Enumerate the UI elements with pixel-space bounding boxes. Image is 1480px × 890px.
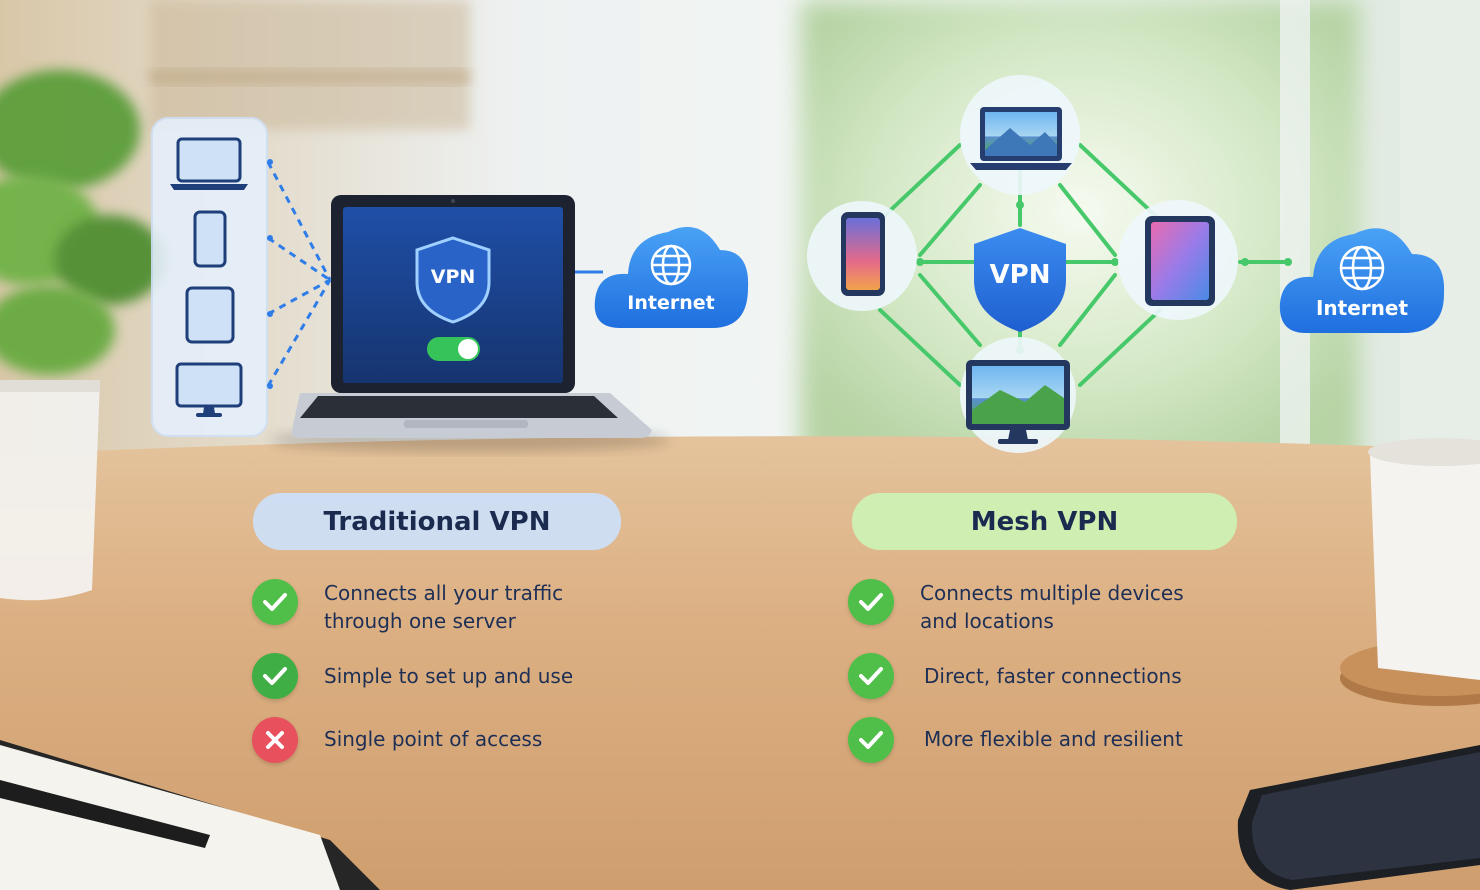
traditional-cloud-label: Internet [627,292,715,314]
feature-line: through one server [324,609,516,633]
notebook-decoration [0,740,380,890]
cross-icon [252,717,298,763]
feature-text: Simple to set up and use [324,664,574,688]
mesh-shield-label: VPN [989,260,1051,290]
globe-icon [1339,245,1385,291]
mesh-vpn-shield [974,228,1066,332]
traditional-vpn-title: Traditional VPN [253,493,621,550]
mesh-node-laptop [960,75,1080,195]
feature-text: More flexible and resilient [924,727,1183,751]
check-icon [252,653,298,699]
feature-text: Direct, faster connections [924,664,1182,688]
coffee-cup-decoration [1340,438,1480,706]
traditional-device-panel [151,117,268,437]
globe-icon [650,244,692,286]
traditional-feature-3: Single point of access [252,717,612,763]
mesh-connection-lines [878,143,1290,387]
feature-line: Connects multiple devices [920,581,1184,605]
traditional-internet-cloud [594,226,749,328]
mesh-vpn-title: Mesh VPN [852,493,1237,550]
plant-decoration [0,70,165,601]
smartphone-decoration [1237,745,1480,890]
mesh-feature-2: Direct, faster connections [848,653,1228,699]
traditional-feature-1: Connects all your traffic through one se… [252,578,612,634]
mesh-node-monitor [960,337,1076,453]
feature-line: and locations [920,609,1054,633]
mesh-node-tablet [1118,200,1238,320]
mesh-cloud-label: Internet [1315,296,1409,320]
mesh-internet-cloud [1279,228,1445,333]
feature-line: Connects all your traffic [324,581,564,605]
mesh-feature-1: Connects multiple devices and locations [848,578,1228,634]
check-icon [848,717,894,763]
laptop-illustration [270,195,670,452]
feature-text: Single point of access [324,727,543,751]
mesh-node-phone [807,201,917,311]
check-icon [848,653,894,699]
traditional-feature-2: Simple to set up and use [252,653,612,699]
traditional-connection-lines [266,161,332,387]
check-icon [848,579,894,625]
mesh-feature-3: More flexible and resilient [848,717,1228,763]
check-icon [252,579,298,625]
traditional-shield-label: VPN [430,266,476,288]
